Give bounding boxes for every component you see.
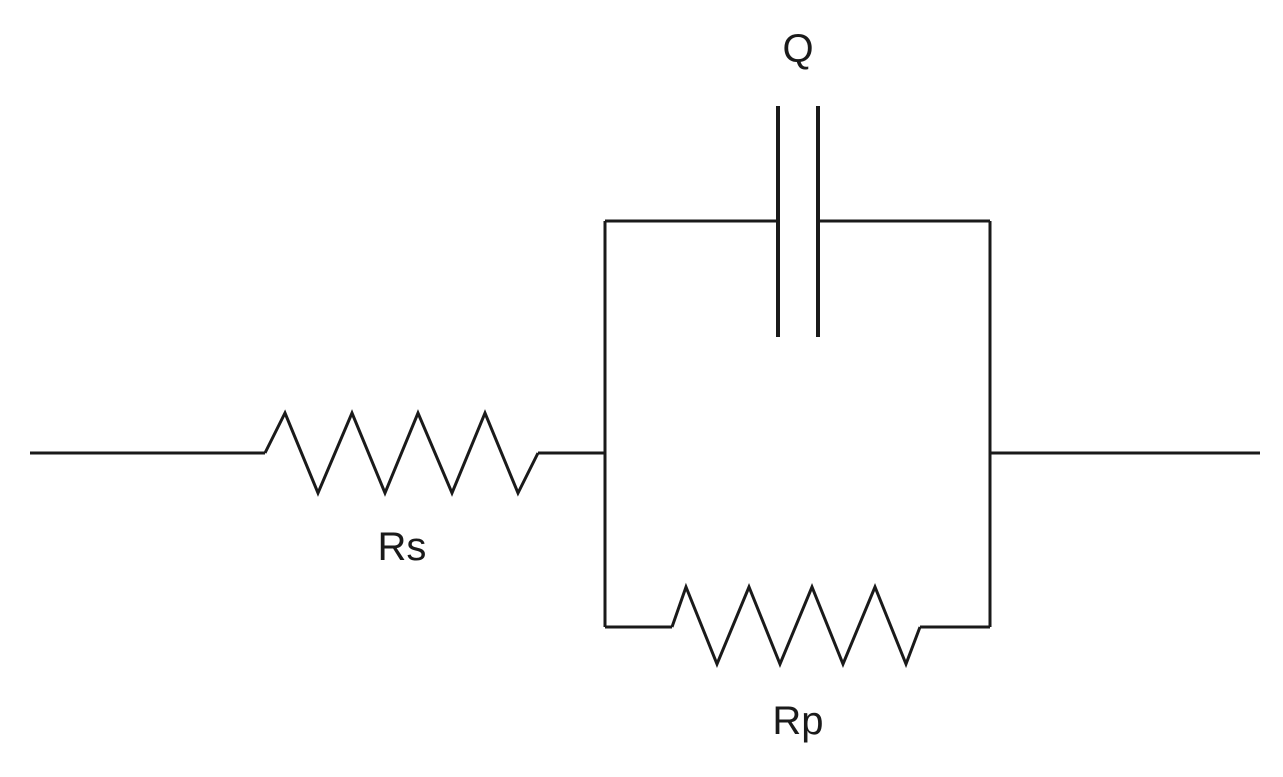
series-resistor-rs (263, 409, 540, 497)
label-q: Q (782, 27, 813, 71)
parallel-resistor-rp (670, 582, 922, 669)
label-rs: Rs (378, 525, 427, 569)
constant-phase-element-q (776, 106, 820, 337)
label-rp: Rp (772, 699, 823, 743)
